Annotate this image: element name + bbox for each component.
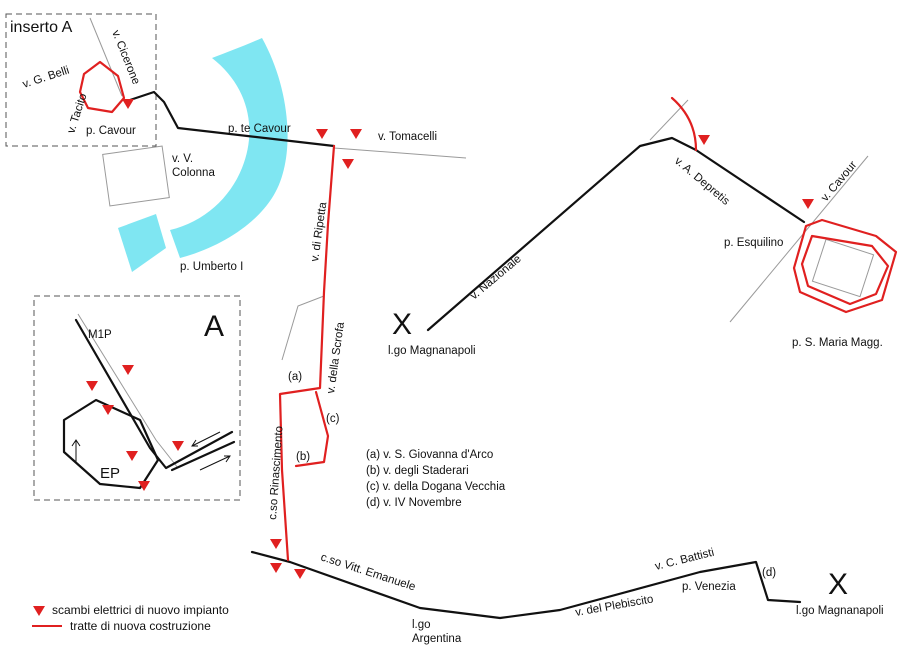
label-battisti: v. C. Battisti [654, 547, 716, 573]
switch-marker-icon [342, 159, 354, 169]
street-m1p [77, 313, 179, 469]
label-v-colonna-2: Colonna [172, 167, 215, 179]
inserto-a-box [5, 13, 157, 147]
track-inserto-loop [78, 60, 126, 114]
switch-marker-icon [138, 481, 150, 491]
label-scrofa: v. della Scrofa [325, 321, 347, 395]
branch-note-c: (c) v. della Dogana Vecchia [366, 481, 506, 493]
m1p-label: M1P [88, 329, 112, 341]
switch-marker-icon [316, 129, 328, 139]
street-cicerone [89, 17, 123, 97]
track-ep-loop [62, 398, 160, 490]
branch-note-a: (a) v. S. Giovanna d'Arco [366, 449, 493, 461]
label-nazionale: v. Nazionale [468, 253, 524, 302]
block-santa-maria [811, 238, 875, 298]
track-ripetta-scrofa [278, 144, 336, 562]
track-dogana [294, 390, 330, 468]
switch-marker-icon [122, 365, 134, 375]
street-scrofa-loop [281, 295, 325, 361]
switch-marker-icon [270, 539, 282, 549]
label-s-maria-magg: p. S. Maria Magg. [792, 337, 883, 349]
arrow-up-icon [71, 439, 81, 462]
new-tracks [78, 60, 898, 562]
river-arc [170, 38, 288, 258]
street-tomacelli [333, 147, 467, 159]
switch-marker-icon [802, 199, 814, 209]
label-largo-argentina-2: Argentina [412, 633, 462, 645]
label-p-cavour: p. Cavour [86, 125, 136, 137]
label-magnanapoli-end: l.go Magnanapoli [796, 605, 884, 617]
switch-marker-icon [126, 451, 138, 461]
legend-switch-icon [33, 606, 45, 616]
track-santa-maria-1 [792, 218, 898, 314]
existing-tracks [62, 90, 806, 620]
track-colonna [128, 90, 336, 148]
terminus-x-magnanapoli: X [828, 568, 848, 601]
tiber-river [118, 38, 288, 272]
track-vitt-emanuele [250, 550, 802, 620]
label-p-esquilino: p. Esquilino [724, 237, 783, 249]
switch-marker-icon [172, 441, 184, 451]
switch-marker-icon [698, 135, 710, 145]
label-magnanapoli-start: l.go Magnanapoli [388, 345, 476, 357]
switch-marker-icon [102, 405, 114, 415]
label-pte-cavour: p. te Cavour [228, 123, 291, 135]
arrow-left-icon [191, 431, 221, 447]
inserto-a-title: inserto A [10, 19, 73, 36]
switch-markers [86, 99, 814, 579]
branch-note-d: (d) v. IV Novembre [366, 497, 462, 509]
label-umberto: p. Umberto I [180, 261, 243, 273]
street-cavour-east [729, 155, 869, 323]
legend: scambi elettrici di nuovo impianto tratt… [32, 603, 229, 633]
label-tomacelli: v. Tomacelli [378, 131, 437, 143]
inset-a-title: A [204, 310, 224, 343]
inset-a-box [33, 295, 241, 501]
branch-tag-b: (b) [296, 451, 310, 463]
label-depretis: v. A. Depretis [672, 155, 732, 208]
inset-borders [5, 13, 241, 501]
legend-new-section-label: tratte di nuova costruzione [70, 619, 211, 633]
label-largo-argentina-1: l.go [412, 619, 431, 631]
river-segment [118, 214, 166, 272]
legend-switch-label: scambi elettrici di nuovo impianto [52, 603, 229, 617]
terminus-x-nazionale: X [392, 308, 412, 341]
branch-tag-a: (a) [288, 371, 302, 383]
switch-marker-icon [350, 129, 362, 139]
track-santa-maria-2 [800, 234, 890, 306]
switch-marker-icon [294, 569, 306, 579]
block-cavour [102, 145, 170, 207]
track-nazionale [426, 136, 806, 332]
arrow-right-icon [199, 455, 231, 471]
depot-ep-label: EP [100, 465, 120, 482]
switch-marker-icon [270, 563, 282, 573]
street-depretis-north [649, 99, 689, 141]
label-g-belli: v. G. Belli [21, 64, 71, 90]
switch-marker-icon [86, 381, 98, 391]
label-p-venezia: p. Venezia [682, 581, 736, 593]
label-vitt-emanuele: c.so Vitt. Emanuele [319, 551, 417, 593]
label-plebiscito: v. del Plebiscito [574, 593, 654, 619]
branch-note-b: (b) v. degli Staderari [366, 465, 469, 477]
track-inset-arc [670, 96, 698, 152]
branch-tag-c: (c) [326, 413, 340, 425]
branch-notes: (a) v. S. Giovanna d'Arco (b) v. degli S… [366, 449, 506, 509]
track-m1p-2 [170, 440, 236, 472]
direction-arrows [71, 431, 231, 471]
switch-marker-icon [122, 99, 134, 109]
branch-tag-d: (d) [762, 567, 776, 579]
label-v-cavour: v. Cavour [819, 159, 859, 204]
label-v-colonna-1: v. V. [172, 153, 193, 165]
